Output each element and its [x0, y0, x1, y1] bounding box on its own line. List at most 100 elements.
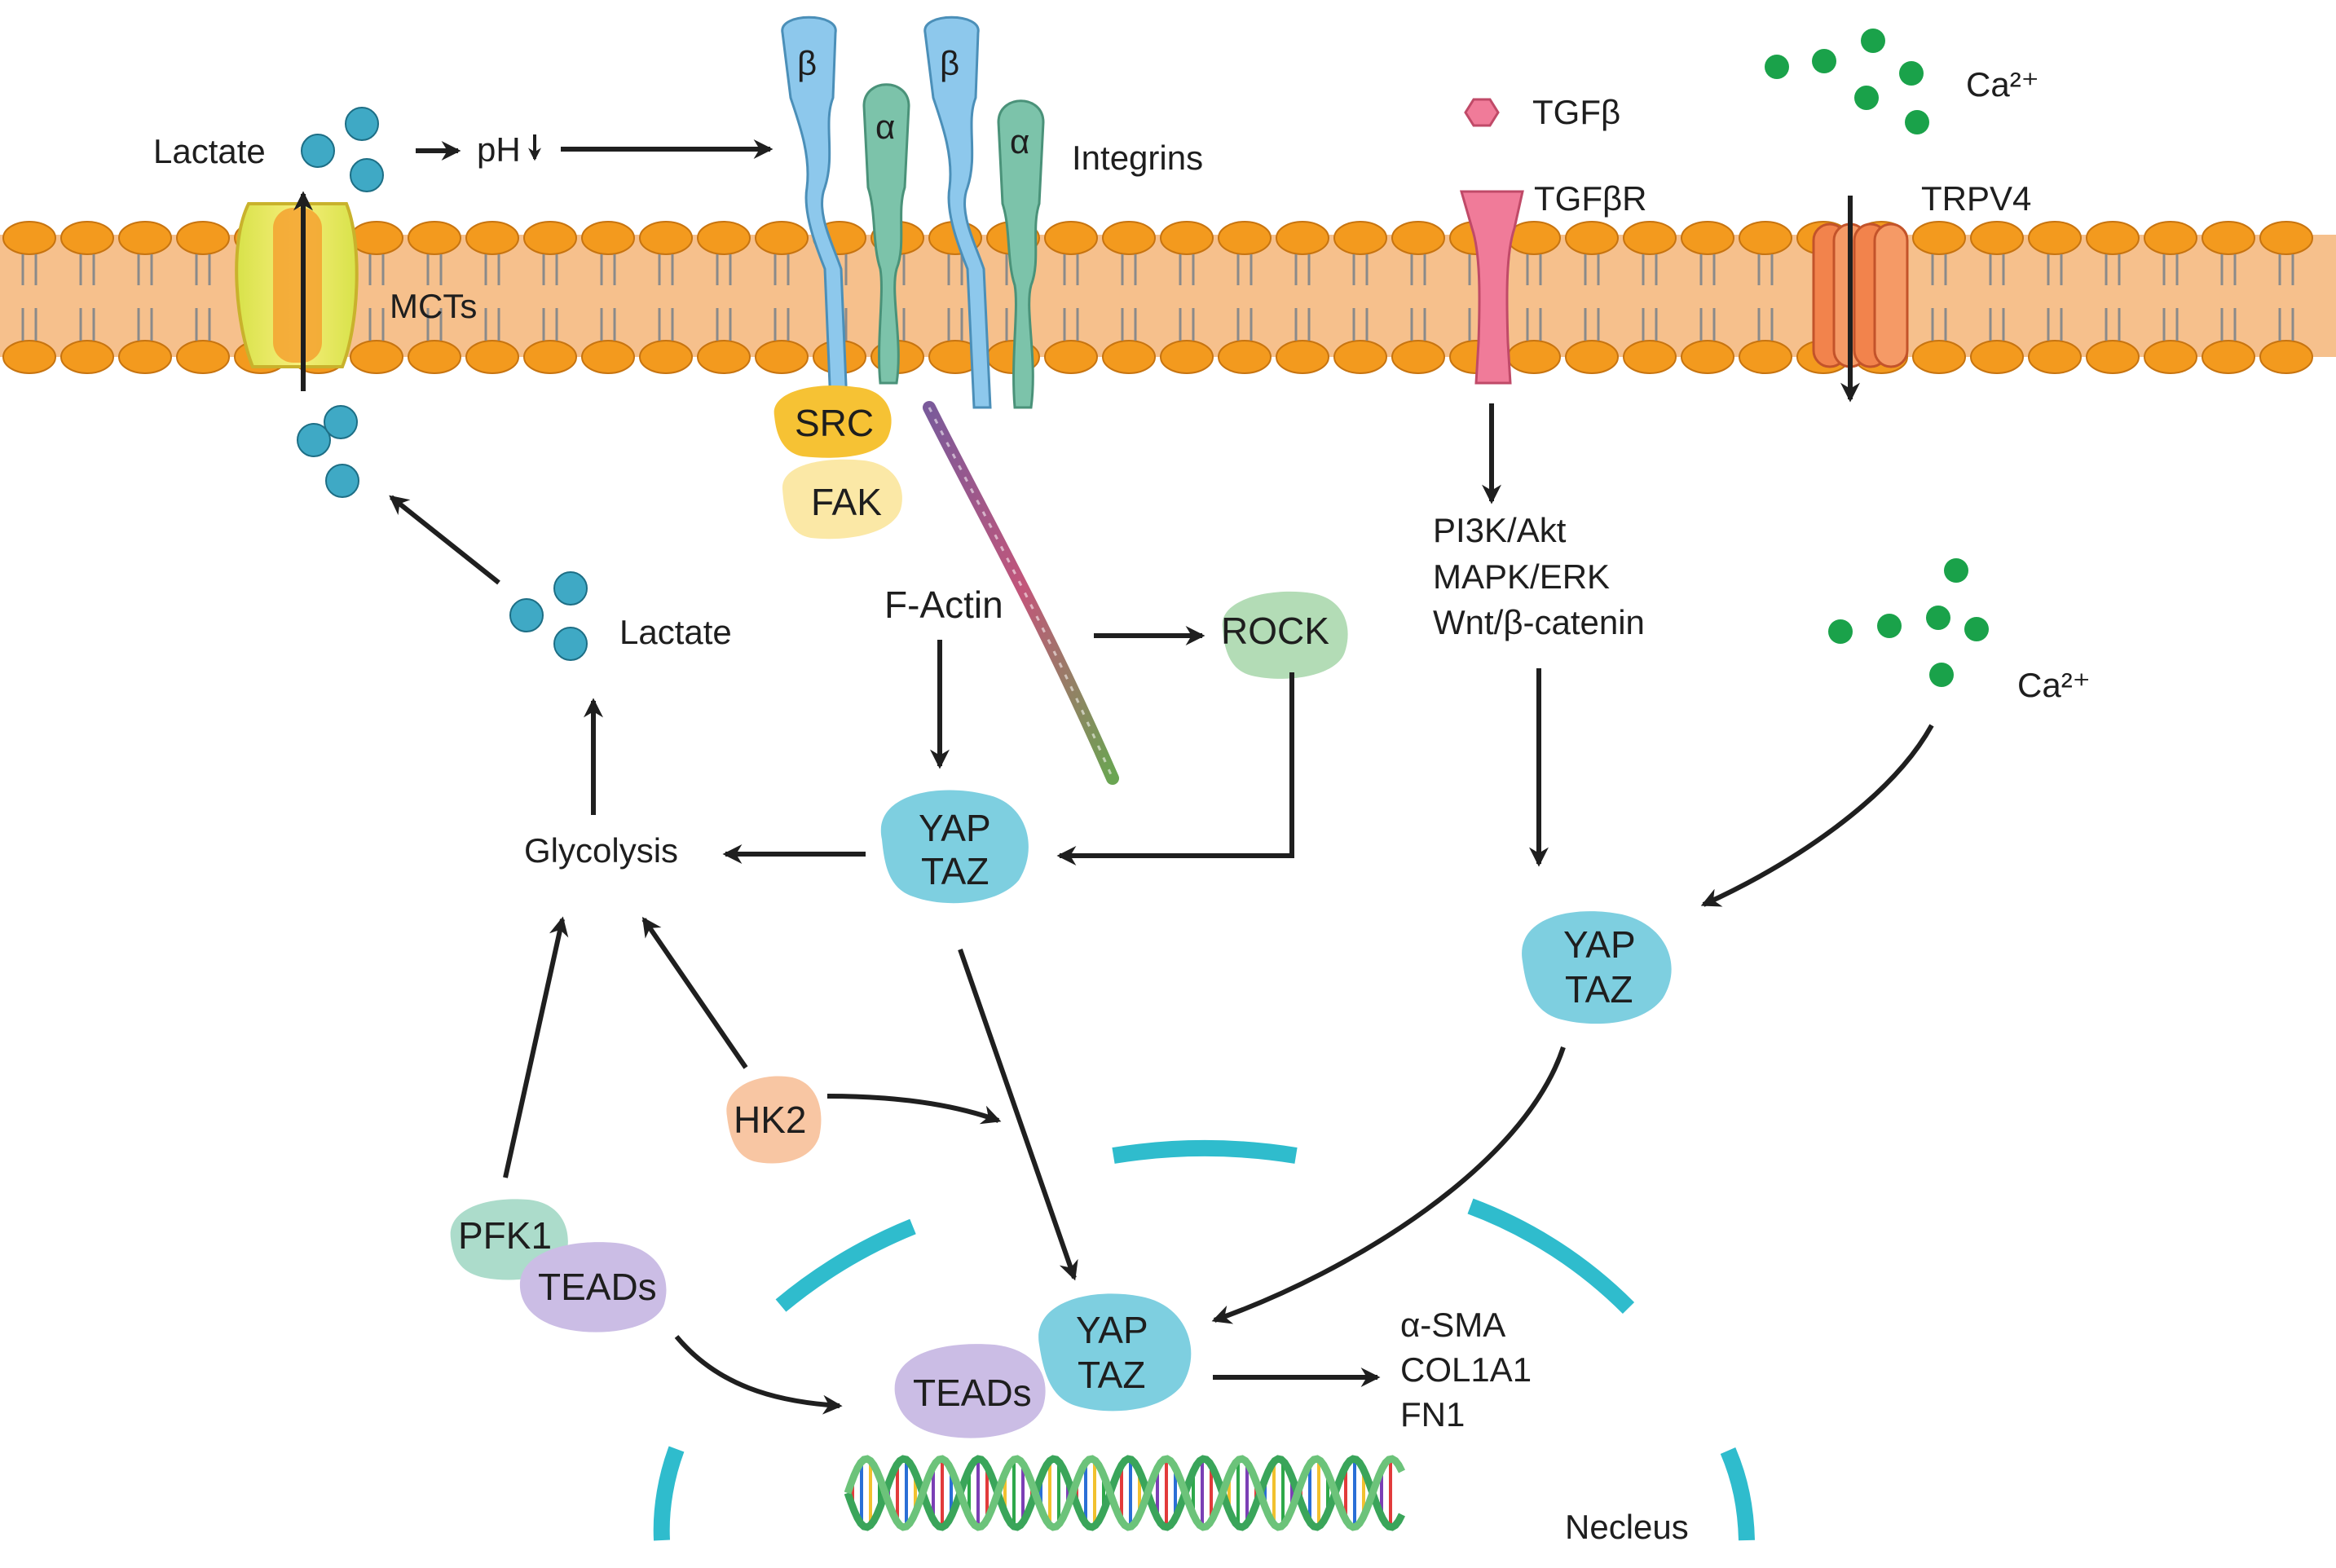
taz-left-label: TAZ	[921, 850, 989, 892]
pfk1-label: PFK1	[458, 1214, 552, 1257]
lipid-head	[2086, 221, 2140, 255]
lipid-head	[523, 221, 577, 255]
integrin-beta-2-label: β	[940, 44, 959, 82]
lipid-head	[639, 340, 693, 374]
lipid-tail	[1642, 254, 1658, 341]
lipid-head	[350, 340, 403, 374]
lipid-tail	[79, 254, 95, 341]
lactate-molecules-mid	[297, 405, 359, 498]
lipid-tail	[1526, 254, 1542, 341]
lipid-head	[2, 221, 56, 255]
lipid-head	[2028, 221, 2082, 255]
tgfb-signaling: TGFβ TGFβR	[1460, 93, 1646, 385]
lipid-tail	[368, 254, 385, 341]
rock-node: ROCK	[1221, 591, 1348, 679]
cell-membrane	[0, 221, 2336, 374]
arrow-yap-left-to-nucleus	[958, 949, 1078, 1281]
lipid-head	[1623, 340, 1677, 374]
dna-helix	[844, 1455, 1406, 1531]
calcium-ions-in	[1828, 558, 1989, 687]
ca-in-label: Ca²⁺	[2017, 666, 2091, 704]
lipid-head	[1044, 340, 1098, 374]
tgfbr-label: TGFβR	[1534, 179, 1646, 218]
lipid-head	[1333, 221, 1387, 255]
integrin-alpha-2: α	[997, 99, 1045, 409]
taz-right-label: TAZ	[1565, 968, 1633, 1011]
yap-right-label: YAP	[1563, 923, 1636, 966]
arrow-lactate-to-mct	[389, 495, 500, 585]
lipid-head	[176, 340, 230, 374]
arrow-ca-to-yap	[1700, 724, 1934, 907]
lipid-head	[2, 340, 56, 374]
yap-nucleus-label: YAP	[1076, 1309, 1148, 1351]
lipid-head	[2028, 340, 2082, 374]
lipid-head	[2259, 221, 2313, 255]
nucleus-label: Necleus	[1565, 1508, 1689, 1546]
src-label: SRC	[795, 402, 874, 444]
arrow-yap-right-to-nucleus	[1211, 1046, 1566, 1324]
lipid-head	[1681, 340, 1734, 374]
integrin-alpha-2-label: α	[1010, 122, 1029, 161]
yap-taz-right: YAP TAZ	[1522, 911, 1672, 1024]
lipid-tail	[1989, 254, 2005, 341]
target-gene-fn1: FN1	[1400, 1395, 1465, 1434]
lipid-tail	[542, 254, 558, 341]
lipid-head	[60, 221, 114, 255]
lipid-tail	[1410, 254, 1426, 341]
lipid-head	[1565, 340, 1619, 374]
lipid-tail	[137, 254, 153, 341]
pathway-pi3k: PI3K/Akt	[1433, 511, 1567, 549]
lipid-head	[1102, 221, 1156, 255]
arrow-rock-to-yap	[1056, 672, 1294, 865]
lipid-head	[2259, 340, 2313, 374]
f-actin-label: F-Actin	[884, 584, 1003, 626]
trpv4-channel	[1812, 222, 1909, 368]
yap-taz-left: YAP TAZ	[880, 790, 1029, 904]
lipid-head	[697, 221, 751, 255]
lipid-tail	[2047, 254, 2063, 341]
integrins-label: Integrins	[1072, 139, 1203, 177]
trpv4-label: TRPV4	[1921, 179, 2031, 218]
ph-label: pH	[477, 130, 521, 169]
mcts-label: MCTs	[390, 287, 477, 325]
teads-nucleus-label: TEADs	[913, 1372, 1032, 1414]
lipid-tail	[2105, 254, 2121, 341]
ca-out-label: Ca²⁺	[1966, 65, 2039, 104]
lactate-efflux: Lactate pH	[153, 107, 774, 192]
lipid-head	[118, 221, 172, 255]
tgfb-label: TGFβ	[1532, 93, 1620, 131]
integrin-beta-2: β	[923, 15, 992, 409]
integrins: β α β α Integrins	[781, 15, 1203, 425]
membrane-tails	[21, 254, 2294, 341]
teads-cyto-node: TEADs	[519, 1242, 667, 1332]
lipid-tail	[1757, 254, 1774, 341]
lipid-tail	[484, 254, 500, 341]
lipid-tail	[1179, 254, 1195, 341]
lipid-head	[1333, 340, 1387, 374]
arrows	[389, 403, 1934, 1415]
lipid-head	[2144, 340, 2197, 374]
lipid-tail	[2220, 254, 2237, 341]
lipid-head	[1912, 340, 1966, 374]
lipid-tail	[658, 254, 674, 341]
lipid-head	[176, 221, 230, 255]
lipid-head	[1276, 221, 1329, 255]
lipid-head	[1160, 340, 1214, 374]
glycolysis-label: Glycolysis	[524, 831, 678, 870]
teads-nucleus-node: TEADs	[894, 1344, 1046, 1438]
lipid-head	[350, 221, 403, 255]
arrow-hk2-to-glycolysis	[641, 917, 748, 1069]
lipid-head	[60, 340, 114, 374]
lipid-head	[2202, 221, 2255, 255]
lipid-head	[1391, 340, 1445, 374]
lipid-head	[408, 340, 461, 374]
lipid-head	[2086, 340, 2140, 374]
arrow-pfk1-to-glycolysis	[503, 916, 569, 1178]
lipid-tail	[774, 254, 790, 341]
lipid-head	[697, 340, 751, 374]
src-node: SRC	[774, 385, 892, 458]
lactate-molecules-in	[509, 571, 588, 661]
calcium-entry: Ca²⁺ TRPV4	[1765, 29, 2039, 403]
arrow-hk2-to-nucleus	[826, 1094, 1002, 1125]
